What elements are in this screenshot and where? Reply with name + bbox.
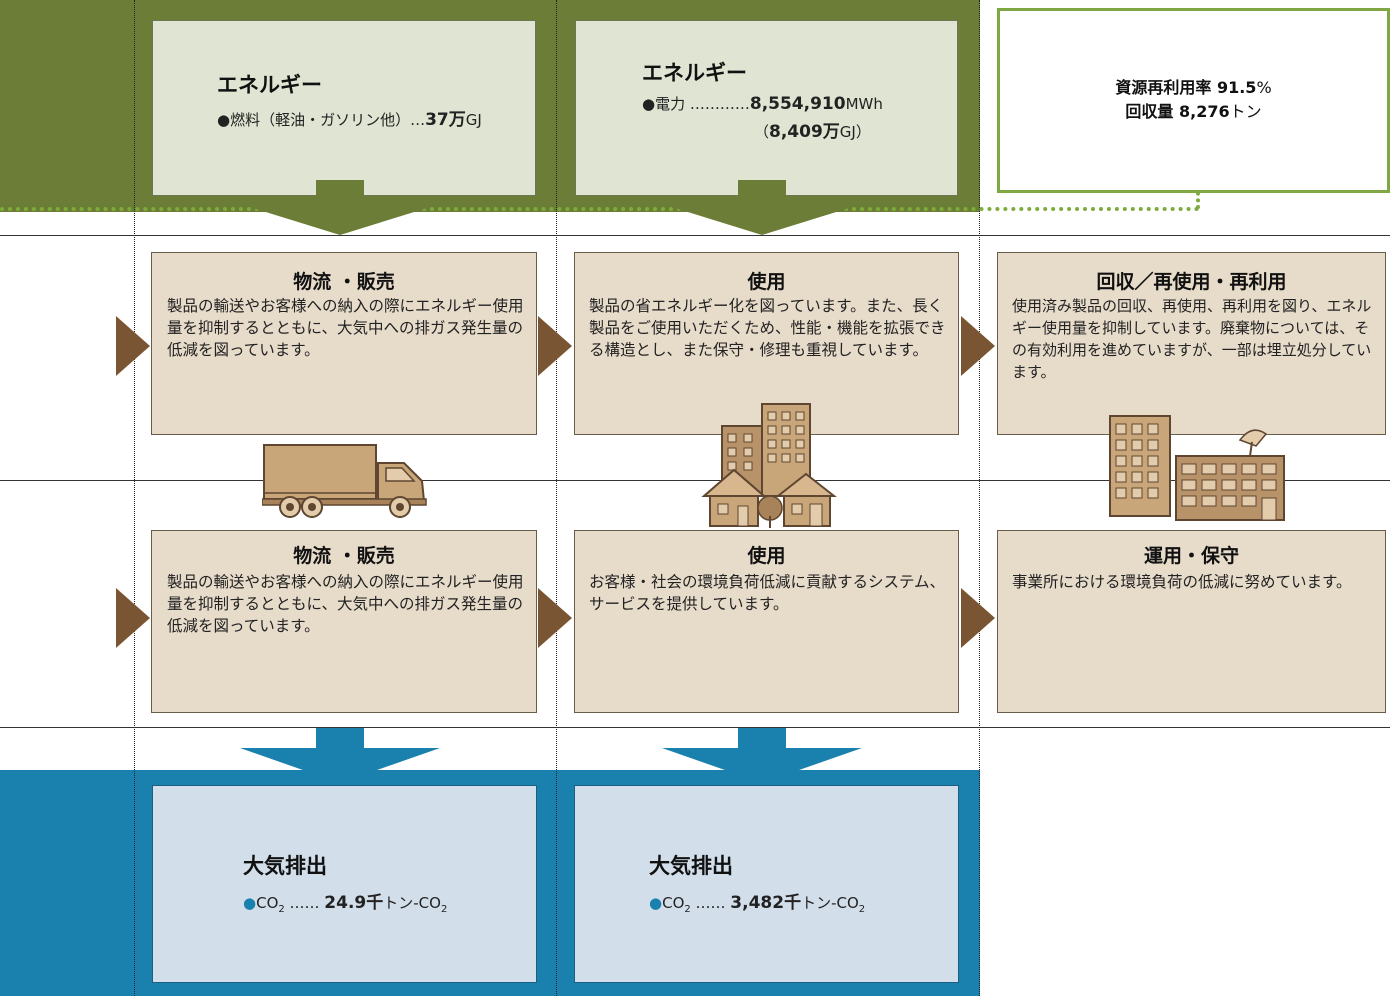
flow-arrow-icon [538, 588, 572, 648]
row-divider-middle [0, 480, 1390, 481]
stage-title: 物流 ・販売 [293, 545, 395, 567]
stage-description: お客様・社会の環境負荷低減に貢献するシステム、サービスを提供しています。 [589, 573, 946, 613]
stage-title: 回収／再使用・再利用 [1096, 271, 1287, 293]
recycle-rate-box: 資源再利用率 91.5% 回収量 8,276トン [997, 8, 1390, 193]
co2-emission: ●CO2 …… 3,482千トン-CO2 [649, 893, 866, 915]
stage-box-logistics-top: 物流 ・販売 製品の輸送やお客様への納入の際にエネルギー使用量を抑制するとともに… [151, 252, 537, 435]
truck-icon [261, 443, 428, 523]
stage-title: 物流 ・販売 [293, 271, 395, 293]
emission-flow-arrow-2 [662, 728, 862, 783]
energy-title: エネルギー [217, 73, 322, 97]
flow-arrow-icon [538, 316, 572, 376]
emission-box-use: 大気排出 ●CO2 …… 3,482千トン-CO2 [574, 785, 959, 983]
energy-box-logistics: エネルギー ●燃料（軽油・ガソリン他）…37万GJ [152, 20, 536, 196]
stage-box-logistics-bottom: 物流 ・販売 製品の輸送やお客様への納入の際にエネルギー使用量を抑制するとともに… [151, 530, 537, 713]
stage-box-use-bottom: 使用 お客様・社会の環境負荷低減に貢献するシステム、サービスを提供しています。 [574, 530, 959, 713]
emission-flow-arrow-1 [240, 728, 440, 783]
stage-description: 製品の輸送やお客様への納入の際にエネルギー使用量を抑制するとともに、大気中への排… [167, 297, 524, 359]
recycle-loop-connector [1196, 185, 1200, 209]
row-divider-top [0, 235, 1390, 236]
recycle-rate: 資源再利用率 91.5% [1115, 78, 1272, 97]
electricity-consumption-gj: （8,409万GJ） [754, 122, 871, 142]
stage-title: 運用・保守 [1143, 545, 1239, 567]
city-buildings-icon [700, 396, 840, 535]
energy-title: エネルギー [642, 61, 747, 85]
co2-emission: ●CO2 …… 24.9千トン-CO2 [243, 893, 448, 915]
collection-volume: 回収量 8,276トン [1125, 102, 1262, 121]
stage-title: 使用 [747, 545, 786, 567]
energy-flow-arrow-2 [662, 180, 862, 235]
flow-arrow-icon [961, 588, 995, 648]
recycle-loop-line [0, 207, 1200, 211]
fuel-consumption: ●燃料（軽油・ガソリン他）…37万GJ [217, 110, 482, 130]
energy-flow-arrow-1 [240, 180, 440, 235]
stage-box-operation: 運用・保守 事業所における環境負荷の低減に努めています。 [997, 530, 1386, 713]
stage-description: 製品の省エネルギー化を図っています。また、長く製品をご使用いただくため、性能・機… [589, 297, 946, 359]
factory-buildings-icon [1100, 412, 1290, 528]
flow-arrow-icon [116, 316, 150, 376]
stage-description: 製品の輸送やお客様への納入の際にエネルギー使用量を抑制するとともに、大気中への排… [167, 573, 524, 635]
column-divider-2 [556, 0, 557, 996]
stage-description: 事業所における環境負荷の低減に努めています。 [1012, 573, 1352, 591]
stage-description: 使用済み製品の回収、再使用、再利用を図り、エネルギー使用量を抑制しています。廃棄… [1012, 297, 1372, 381]
emission-title: 大気排出 [649, 854, 733, 878]
flow-arrow-icon [116, 588, 150, 648]
emission-title: 大気排出 [243, 854, 327, 878]
stage-box-recycle: 回収／再使用・再利用 使用済み製品の回収、再使用、再利用を図り、エネルギー使用量… [997, 252, 1386, 435]
emission-box-logistics: 大気排出 ●CO2 …… 24.9千トン-CO2 [152, 785, 537, 983]
column-divider-1 [134, 0, 135, 996]
column-divider-3 [979, 0, 980, 996]
electricity-consumption: ●電力 …………8,554,910MWh [642, 94, 883, 114]
flow-arrow-icon [961, 316, 995, 376]
row-divider-bottom [0, 727, 1390, 728]
energy-box-use: エネルギー ●電力 …………8,554,910MWh （8,409万GJ） [575, 20, 958, 196]
stage-title: 使用 [747, 271, 786, 293]
